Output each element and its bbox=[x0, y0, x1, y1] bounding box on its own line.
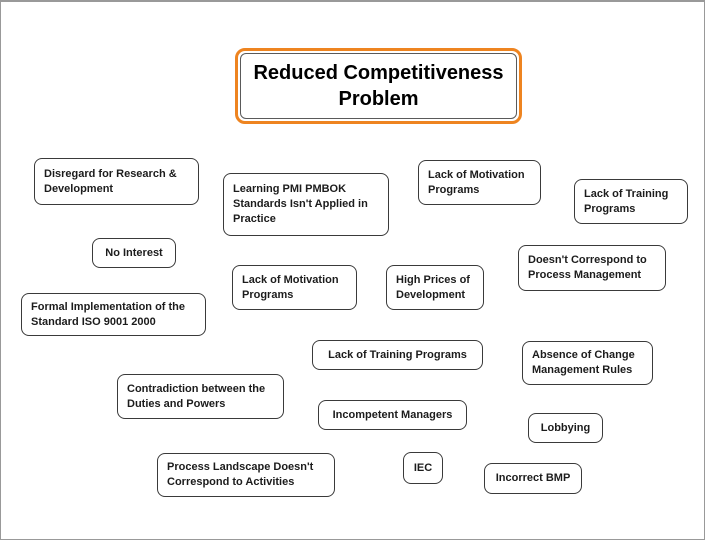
node-incorrect-bmp[interactable]: Incorrect BMP bbox=[484, 463, 582, 494]
node-absence-change-mgmt[interactable]: Absence of Change Management Rules bbox=[522, 341, 653, 385]
diagram-title: Reduced Competitiveness Problem bbox=[253, 62, 504, 110]
node-label: Doesn't Correspond to Process Management bbox=[528, 254, 647, 281]
node-label: IEC bbox=[413, 461, 433, 474]
node-label: Process Landscape Doesn't Correspond to … bbox=[167, 461, 314, 488]
node-doesnt-correspond-process-mgmt[interactable]: Doesn't Correspond to Process Management bbox=[518, 245, 666, 291]
node-label: Lack of Motivation Programs bbox=[428, 168, 525, 196]
title-node-inner: Reduced Competitiveness Problem bbox=[240, 53, 517, 119]
node-contradiction-duties-powers[interactable]: Contradiction between the Duties and Pow… bbox=[117, 374, 284, 419]
node-high-prices[interactable]: High Prices of Development bbox=[386, 265, 484, 310]
node-lack-training-mid[interactable]: Lack of Training Programs bbox=[312, 340, 483, 370]
title-node[interactable]: Reduced Competitiveness Problem bbox=[235, 48, 522, 124]
node-incompetent-managers[interactable]: Incompetent Managers bbox=[318, 400, 467, 430]
node-process-landscape[interactable]: Process Landscape Doesn't Correspond to … bbox=[157, 453, 335, 497]
node-label: Absence of Change Management Rules bbox=[532, 349, 635, 376]
node-lack-motivation-mid[interactable]: Lack of Motivation Programs bbox=[232, 265, 357, 310]
node-label: Lobbying bbox=[540, 421, 591, 434]
node-label: Lack of Training Programs bbox=[328, 348, 467, 361]
node-lack-training-right[interactable]: Lack of Training Programs bbox=[574, 179, 688, 224]
node-no-interest[interactable]: No Interest bbox=[92, 238, 176, 268]
node-formal-implementation-iso[interactable]: Formal Implementation of the Standard IS… bbox=[21, 293, 206, 336]
node-label: No Interest bbox=[105, 246, 163, 259]
node-label: Disregard for Research & Development bbox=[44, 167, 177, 195]
node-lack-motivation-top[interactable]: Lack of Motivation Programs bbox=[418, 160, 541, 205]
node-label: High Prices of Development bbox=[396, 273, 470, 301]
node-label: Lack of Training Programs bbox=[584, 187, 669, 215]
node-label: Learning PMI PMBOK Standards Isn't Appli… bbox=[233, 183, 368, 225]
node-iec[interactable]: IEC bbox=[403, 452, 443, 484]
node-label: Contradiction between the Duties and Pow… bbox=[127, 382, 266, 410]
node-disregard-research[interactable]: Disregard for Research & Development bbox=[34, 158, 199, 205]
node-learning-pmi-pmbok[interactable]: Learning PMI PMBOK Standards Isn't Appli… bbox=[223, 173, 389, 236]
node-label: Incompetent Managers bbox=[332, 408, 453, 421]
node-label: Incorrect BMP bbox=[495, 472, 571, 484]
node-lobbying[interactable]: Lobbying bbox=[528, 413, 603, 443]
node-label: Formal Implementation of the Standard IS… bbox=[31, 300, 186, 328]
node-label: Lack of Motivation Programs bbox=[242, 273, 339, 301]
